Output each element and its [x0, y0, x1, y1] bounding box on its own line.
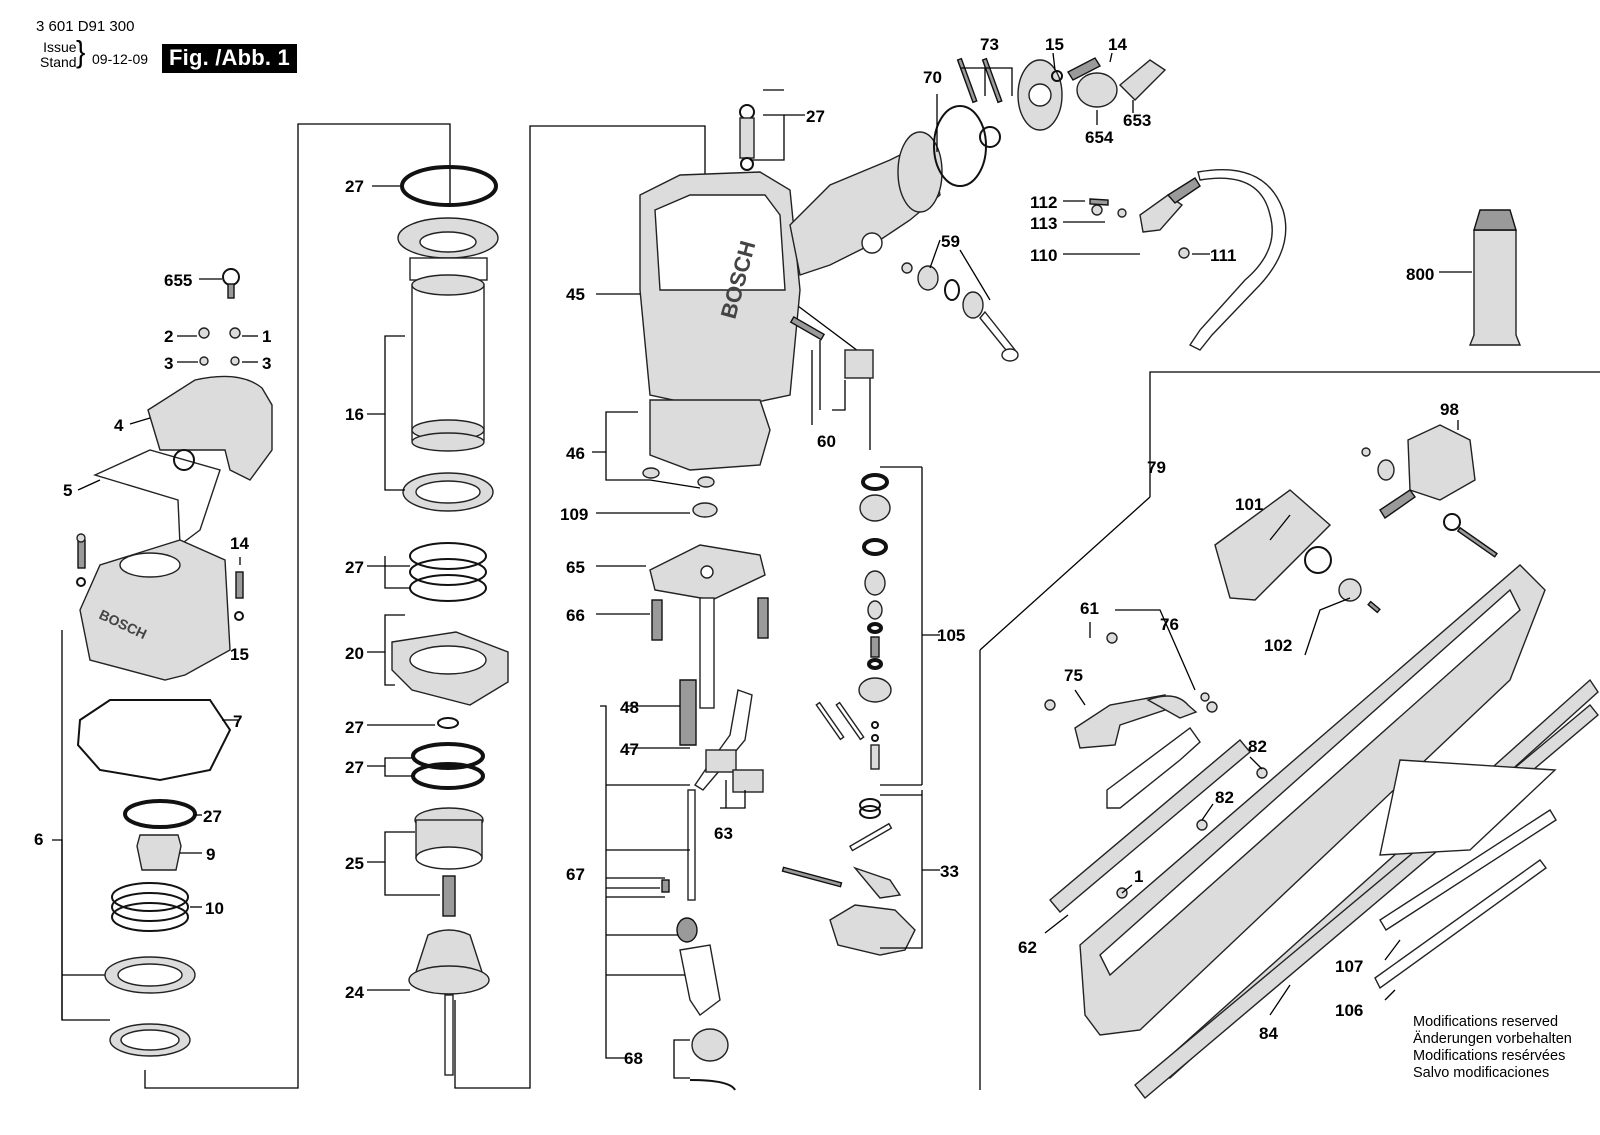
part-label-110: 110 [1030, 246, 1057, 265]
part-label-27: 27 [345, 718, 364, 737]
part-label-24: 24 [345, 983, 364, 1002]
part-label-5: 5 [63, 481, 72, 500]
part-label-48: 48 [620, 698, 639, 717]
part-label-68: 68 [624, 1049, 643, 1068]
part-label-2: 2 [164, 327, 173, 346]
part-label-106: 106 [1335, 1001, 1363, 1020]
note-line: Modifications resérvées [1413, 1048, 1566, 1064]
cap-assembly-drawing [76, 268, 273, 1057]
part-label-1: 1 [1134, 867, 1143, 886]
part-labels: 27 16 27 20 27 27 25 24 655 2 1 3 3 4 5 … [34, 35, 1459, 1068]
part-label-82: 82 [1248, 737, 1267, 756]
trigger-assembly-drawing [781, 798, 916, 956]
part-label-107: 107 [1335, 957, 1363, 976]
part-label-98: 98 [1440, 400, 1459, 419]
part-label-15: 15 [1045, 35, 1064, 54]
part-label-47: 47 [620, 740, 639, 759]
issue-date: 09-12-09 [92, 51, 149, 67]
part-label-27: 27 [203, 807, 222, 826]
part-label-10: 10 [205, 899, 224, 918]
part-label-27: 27 [345, 177, 364, 196]
part-label-25: 25 [345, 854, 364, 873]
part-label-27: 27 [345, 758, 364, 777]
part-label-61: 61 [1080, 599, 1099, 618]
modifications-note: Modifications reserved Änderungen vorbeh… [1413, 1014, 1572, 1082]
document-number: 3 601 D91 300 [36, 18, 135, 35]
leader-lines [77, 52, 1472, 1079]
valve-assembly-drawing [789, 168, 1287, 770]
note-line: Salvo modificaciones [1413, 1065, 1550, 1081]
part-label-73: 73 [980, 35, 999, 54]
part-label-7: 7 [233, 712, 242, 731]
part-label-45: 45 [566, 285, 585, 304]
note-line: Modifications reserved [1413, 1014, 1559, 1030]
part-label-653: 653 [1123, 111, 1151, 130]
figure-label: Fig. /Abb. 1 [162, 44, 297, 73]
part-label-33: 33 [940, 862, 959, 881]
part-label-14: 14 [230, 534, 249, 553]
group-brackets [52, 123, 1600, 1090]
part-label-27: 27 [806, 107, 825, 126]
part-label-59: 59 [941, 232, 960, 251]
part-label-16: 16 [345, 405, 364, 424]
issue-brace: } [76, 34, 86, 69]
part-label-82: 82 [1215, 788, 1234, 807]
part-label-15: 15 [230, 645, 249, 664]
part-label-27: 27 [345, 558, 364, 577]
driver-assembly-drawing [649, 502, 769, 1091]
part-label-655: 655 [164, 271, 192, 290]
part-label-66: 66 [566, 606, 585, 625]
part-label-111: 111 [1210, 246, 1237, 265]
part-label-9: 9 [206, 845, 215, 864]
part-label-46: 46 [566, 444, 585, 463]
part-label-65: 65 [566, 558, 585, 577]
magazine-assembly-drawing [1044, 209, 1599, 1100]
part-label-75: 75 [1064, 666, 1083, 685]
part-label-101: 101 [1235, 495, 1263, 514]
issue-label: Issue Stand [40, 40, 77, 70]
part-label-14: 14 [1108, 35, 1127, 54]
part-label-3: 3 [164, 354, 173, 373]
part-label-109: 109 [560, 505, 588, 524]
part-label-60: 60 [817, 432, 836, 451]
part-label-76: 76 [1160, 615, 1179, 634]
part-label-800: 800 [1406, 265, 1434, 284]
note-line: Änderungen vorbehalten [1413, 1031, 1572, 1047]
part-label-3: 3 [262, 354, 271, 373]
part-label-105: 105 [937, 626, 965, 645]
part-label-20: 20 [345, 644, 364, 663]
issue-label-de: Stand [40, 54, 77, 70]
part-label-1: 1 [262, 327, 271, 346]
part-label-62: 62 [1018, 938, 1037, 957]
part-label-102: 102 [1264, 636, 1292, 655]
part-label-4: 4 [114, 416, 124, 435]
housing-drawing [639, 57, 1167, 488]
part-label-67: 67 [566, 865, 585, 884]
part-label-70: 70 [923, 68, 942, 87]
part-label-6: 6 [34, 830, 43, 849]
issue-label-en: Issue [43, 39, 77, 55]
part-label-79: 79 [1147, 458, 1166, 477]
part-label-654: 654 [1085, 128, 1114, 147]
part-label-63: 63 [714, 824, 733, 843]
part-label-84: 84 [1259, 1024, 1278, 1043]
part-label-112: 112 [1030, 193, 1057, 212]
part-label-113: 113 [1030, 214, 1057, 233]
cylinder-assembly-drawing [391, 165, 509, 1076]
